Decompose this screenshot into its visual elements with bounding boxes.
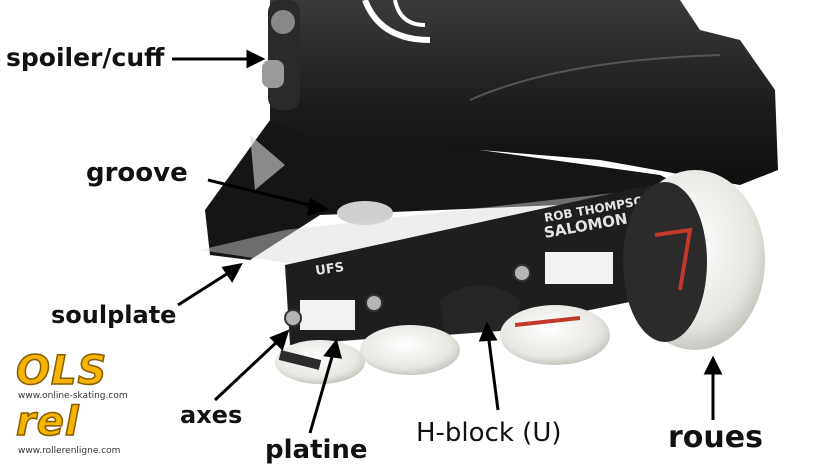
wheels xyxy=(275,170,765,384)
h-block xyxy=(440,285,520,335)
label-axes: axes xyxy=(180,401,243,429)
soulplate xyxy=(205,120,700,260)
rel-url: www.rollerenligne.com xyxy=(18,446,121,456)
ols-url: www.online-skating.com xyxy=(18,391,128,401)
groove xyxy=(337,201,393,225)
label-roues: roues xyxy=(668,420,763,455)
label-spoiler-cuff: spoiler/cuff xyxy=(6,43,165,72)
label-groove: groove xyxy=(86,158,188,188)
boot-upper xyxy=(270,0,778,185)
label-arrows xyxy=(172,49,723,434)
frame-platine xyxy=(285,185,690,345)
frame-window-left xyxy=(300,300,355,330)
label-h-block: H-block (U) xyxy=(416,418,562,448)
rel-logo: rel xyxy=(15,399,80,445)
label-platine: platine xyxy=(265,435,368,465)
label-soulplate: soulplate xyxy=(51,301,177,329)
frame-ufs-text: UFS xyxy=(314,260,345,279)
brand-mark-icon xyxy=(362,0,431,43)
ols-logo: OLS xyxy=(15,348,108,394)
frame-window-right xyxy=(545,252,613,284)
